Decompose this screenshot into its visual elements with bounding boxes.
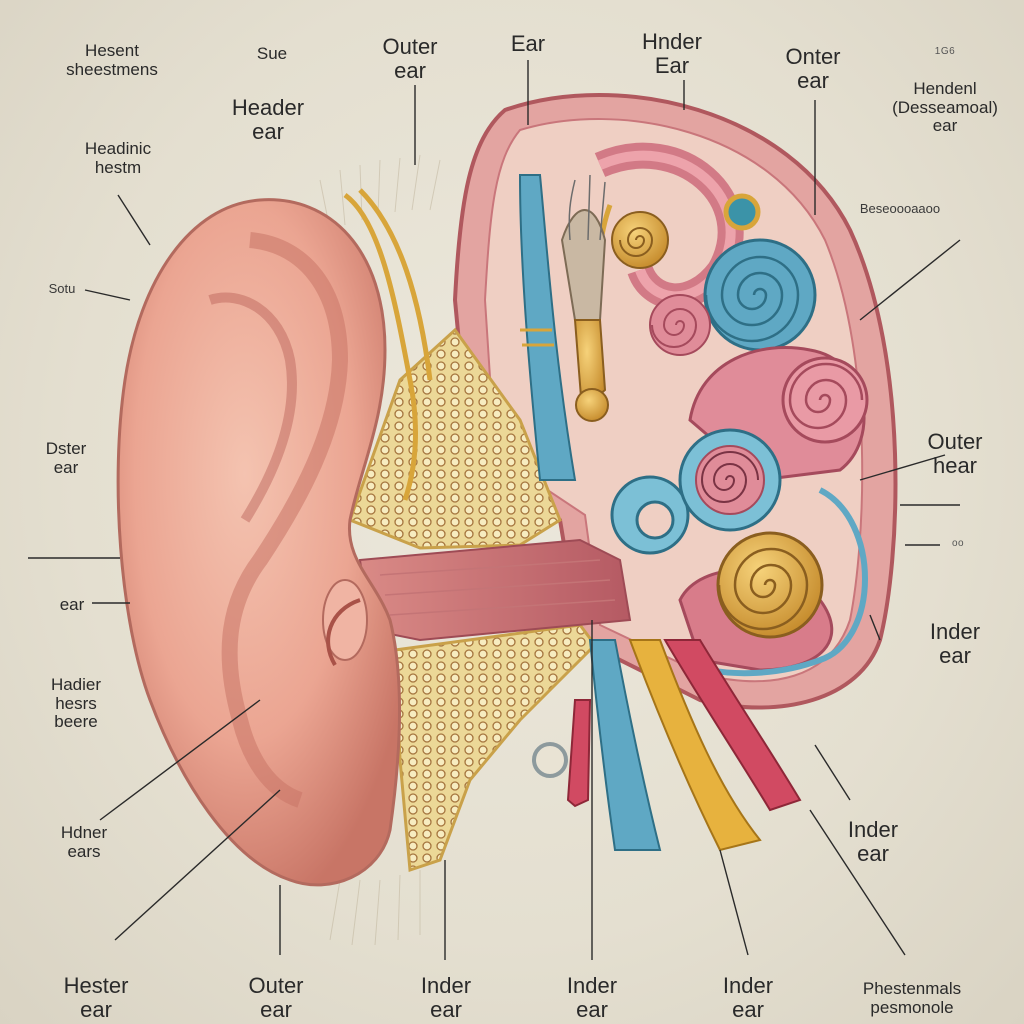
small-teal-ring	[723, 193, 761, 231]
label-hnder-ear: Hnder Ear	[642, 29, 702, 79]
label-ear-left: ear	[59, 595, 85, 614]
label-header-ear: Header ear	[231, 95, 305, 145]
descending-vessels	[532, 639, 802, 852]
label-hendenl: Hendenl (Desseamoal) ear	[892, 79, 998, 136]
blue-outer-tube	[678, 487, 868, 677]
label-oo: oo	[951, 538, 965, 549]
label-inder-ear-bottom-1: Inder ear	[420, 973, 472, 1023]
label-outer-ear-bottom: Outer ear	[248, 973, 304, 1023]
blue-ring	[610, 475, 690, 555]
leader-lines	[28, 60, 961, 960]
label-phestenmals: Phestenmals pesmonole	[862, 979, 962, 1017]
gold-cochlea	[678, 531, 834, 672]
label-outer-ear-top: Outer ear	[382, 34, 438, 84]
label-inder-ear-bottom-2: Inder ear	[566, 973, 618, 1023]
label-1g6: 1G6	[934, 46, 956, 57]
label-dster-ear: Dster ear	[45, 439, 87, 477]
pink-spiral-small	[649, 294, 711, 356]
teal-spiral	[703, 238, 817, 352]
vestibular-nerve	[518, 174, 577, 481]
label-hesent: Hesent sheestmens	[66, 41, 158, 79]
label-ear-top: Ear	[510, 31, 546, 56]
temporal-bone-lower	[393, 623, 597, 873]
ossicles	[560, 174, 609, 422]
label-headinic: Headinic hestm	[84, 139, 152, 177]
label-sotu: Sotu	[48, 281, 76, 296]
label-onter-ear: Onter ear	[785, 44, 841, 94]
label-sue: Sue	[256, 44, 288, 63]
label-inder-ear-right: Inder ear	[929, 619, 981, 669]
label-beseoo: Beseoooaaoo	[859, 201, 941, 216]
auricle	[116, 198, 401, 887]
gold-spiral-upper	[611, 211, 669, 269]
label-hester-ear: Hester ear	[63, 973, 129, 1023]
label-inder-ear-bottom-3: Inder ear	[722, 973, 774, 1023]
label-hdner-ears: Hdner ears	[60, 823, 108, 861]
blue-pink-spiral	[678, 428, 782, 532]
label-hadier: Hadier hesrs beere	[50, 675, 102, 732]
label-outer-hear: Outer hear	[927, 429, 983, 479]
label-inder-ear-mid: Inder ear	[847, 817, 899, 867]
